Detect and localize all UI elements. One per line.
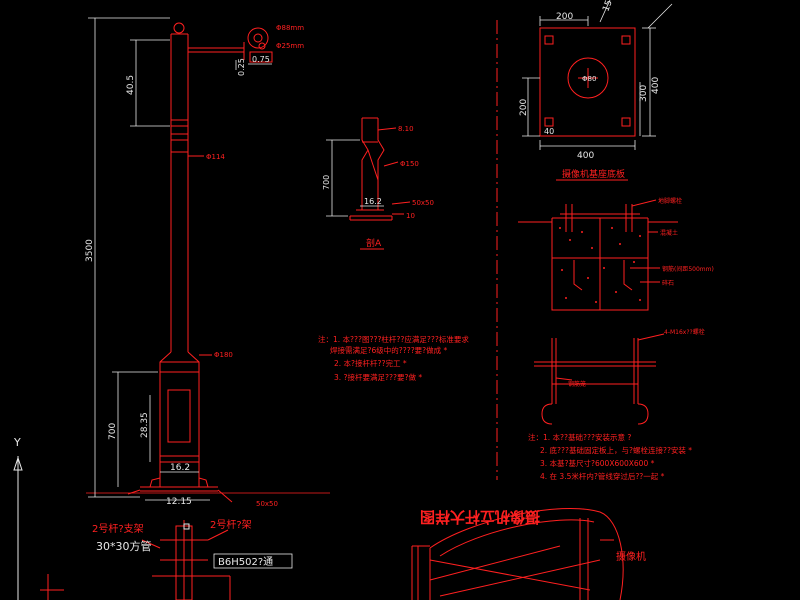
detail-a-label-2: Φ150 (400, 160, 419, 168)
label-top-3: 0.75 (252, 55, 270, 64)
label-base-top: Φ180 (214, 351, 233, 359)
foundation-label-4: 碎石 (662, 279, 674, 287)
detail-a-label-3: 50x50 (412, 199, 434, 207)
dim-base-inner: 28.35 (140, 412, 150, 438)
notes-left-line3: 3. ?接杆要满足???要?做 * (334, 372, 422, 382)
access-door (167, 389, 191, 443)
label-mid: Φ114 (206, 153, 225, 161)
plate-dim-right2: 400 (651, 77, 661, 94)
mirrored-title: 摄像机立杆大样图 (420, 508, 540, 526)
pole-ball (173, 22, 185, 34)
plate-dim-top: 200 (556, 12, 573, 22)
plate-dim-left: 200 (519, 99, 529, 116)
label-top-1: Φ88mm (276, 24, 304, 32)
label-top-4: 0.25 (237, 58, 246, 76)
dim-upper: 40.5 (126, 75, 136, 95)
plate-dim-top2: 150 (601, 0, 616, 13)
dim-base-bottom: 12.15 (166, 497, 192, 507)
plate-title: 摄像机基座底板 (562, 168, 625, 180)
camera-head-icon (247, 27, 269, 49)
pole-dimensions (88, 17, 272, 501)
support-label-2: 30*30方管 (96, 539, 152, 553)
pole-elevation (86, 22, 330, 503)
base-plate-plan (539, 27, 636, 137)
detail-a-label-1: 8.10 (398, 125, 414, 133)
camera-housing-detail (411, 507, 624, 600)
notes-right-line4: 4. 在 3.5米杆内?管线穿过后??一起 * (540, 471, 665, 481)
dim-base-height: 700 (108, 423, 118, 440)
support-label-right: 2号杆?架 (210, 519, 252, 531)
support-label-1: 2号杆?支架 (92, 523, 144, 535)
plate-hole-icon (567, 57, 609, 99)
dim-total-height: 3500 (85, 239, 95, 262)
notes-left-line2: 2. 本?接杆杆??完工 * (334, 358, 407, 368)
detail-a-dim-height: 700 (322, 175, 331, 190)
plate-dim-bottom: 400 (577, 151, 594, 161)
ucs-y-label: Y (13, 436, 21, 449)
dim-base-width: 16.2 (170, 463, 190, 473)
notes-left-line1: 注：1. 本???图???柱杆??应满足???标准要求 (318, 334, 469, 344)
bolt-cage-detail (534, 333, 665, 425)
detail-a-dim-width: 16.2 (364, 197, 382, 206)
detail-a-label-4: 10 (406, 212, 415, 220)
bolt-label-2: 钢筋笼 (568, 380, 586, 388)
detail-a (349, 117, 411, 221)
ucs-icon (13, 456, 23, 600)
notes-left-line1b: 焊接需满足?6级中的????要?做成 * (330, 345, 448, 355)
foundation-label-2: 混凝土 (660, 229, 678, 237)
foundation-hatch (559, 227, 641, 303)
notes-right-line1: 注：1. 本??基础???安装示意 ? (528, 432, 631, 442)
foundation-section (518, 199, 678, 311)
plate-dim-right: 300 (639, 85, 649, 102)
plate-dim-corner: 40 (544, 127, 554, 136)
label-plate: 50x50 (256, 500, 278, 508)
plate-hole-label: Φ80 (582, 75, 596, 83)
notes-right-line2: 2. 底???基础固定板上，与?螺栓连接??安装 * (540, 445, 692, 455)
detail-a-title: 剖A (366, 237, 382, 249)
support-label-box: B6H502?通 (218, 556, 273, 568)
foundation-label-1: 地脚螺栓 (658, 197, 682, 205)
label-top-2: Φ25mm (276, 42, 304, 50)
foundation-label-3: 钢筋(间距500mm) (662, 265, 714, 273)
housing-label: 摄像机 (616, 550, 646, 563)
notes-right-line3: 3. 本基?基尺寸?600X600X600 * (540, 458, 655, 468)
bolt-label-1: 4-M16x??螺栓 (664, 328, 705, 336)
